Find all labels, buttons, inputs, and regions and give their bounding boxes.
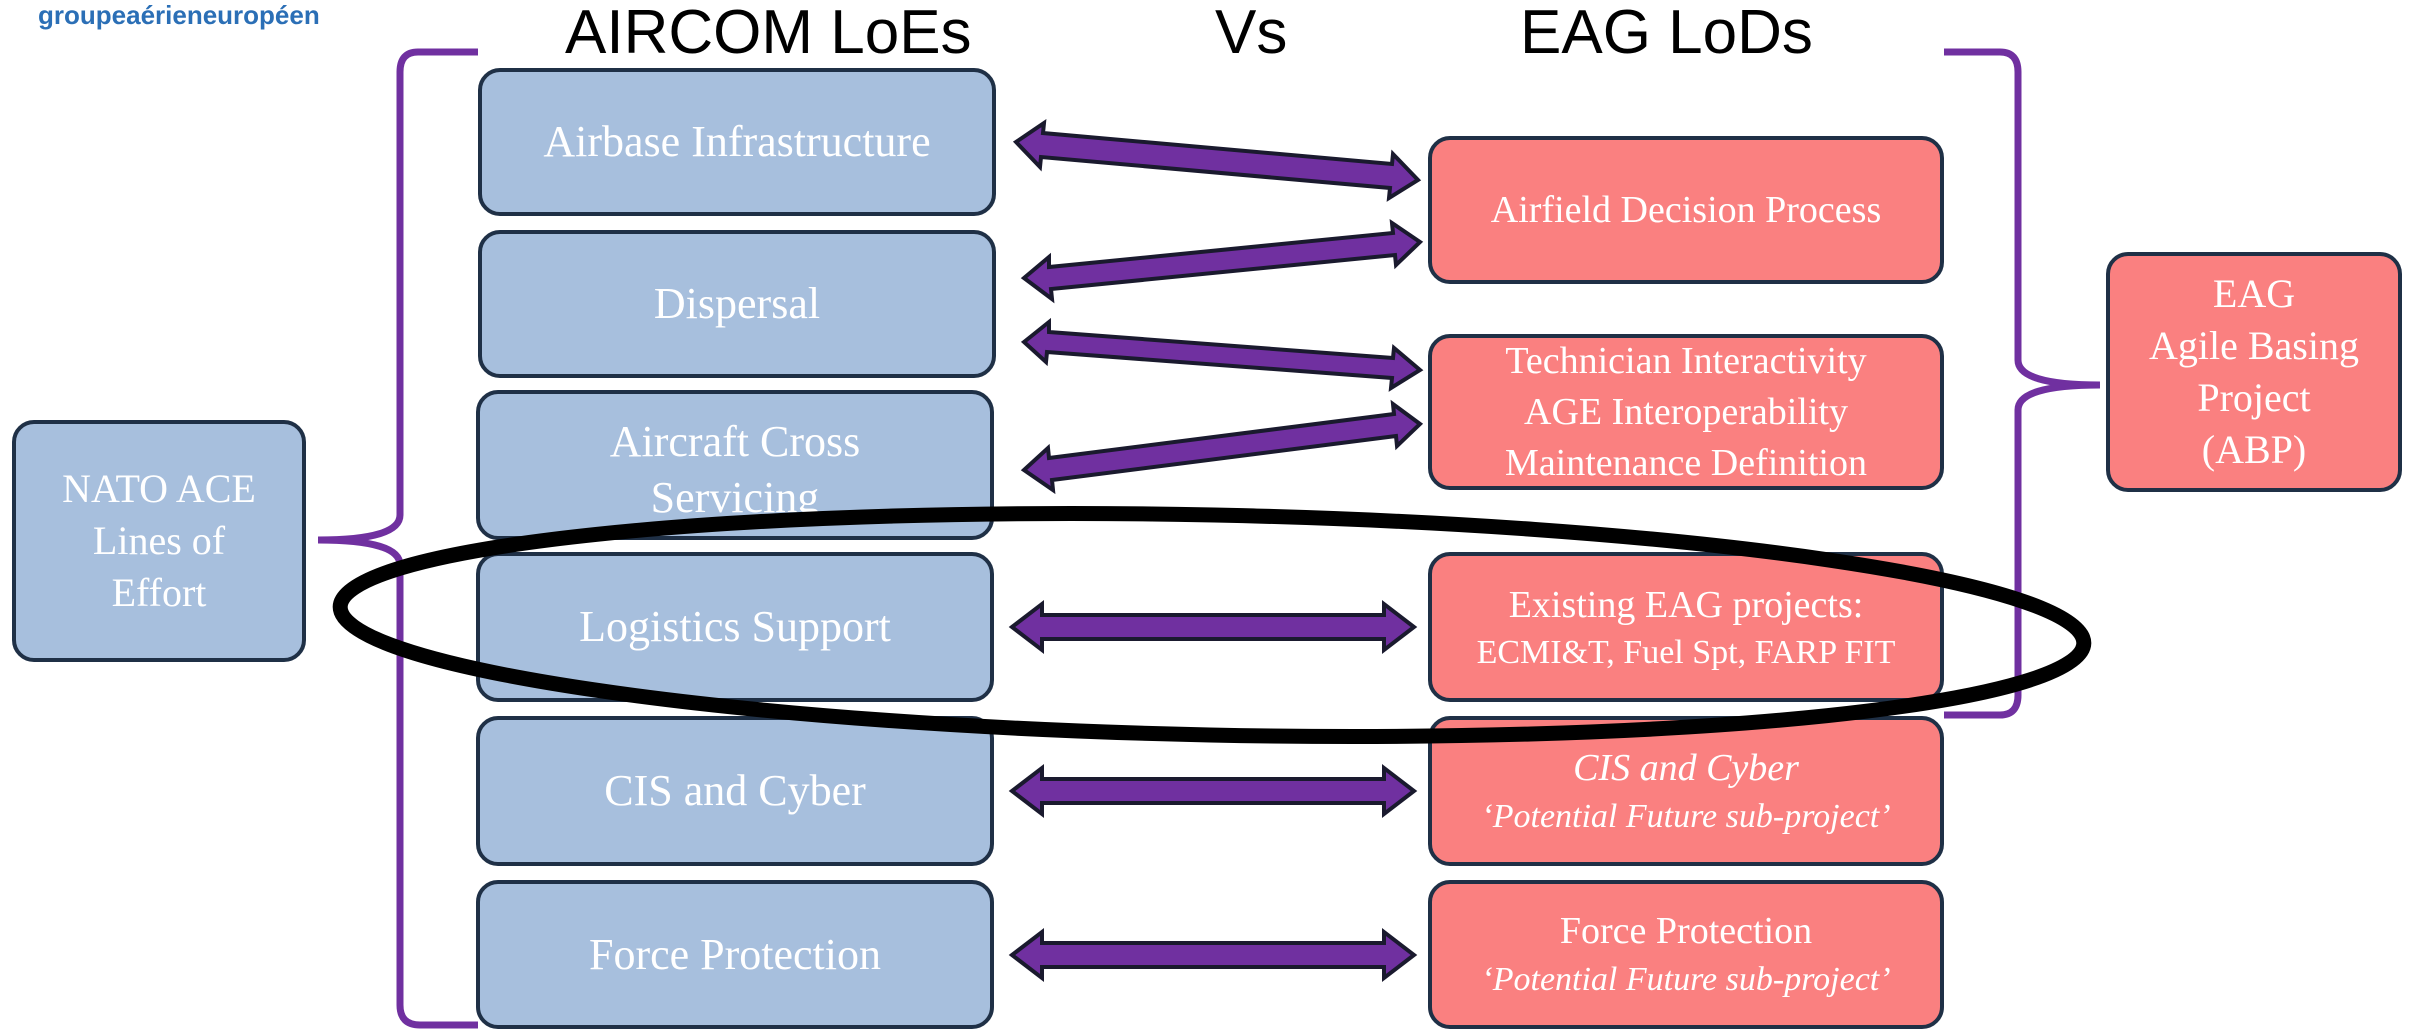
header-aircom-loes: AIRCOM LoEs [565, 0, 972, 67]
lod-label: CIS and Cyber [1573, 746, 1799, 789]
loe-cis-and-cyber: CIS and Cyber [476, 716, 994, 866]
arrow-airbase-to-airfield [1012, 118, 1422, 202]
loe-force-protection: Force Protection [476, 880, 994, 1029]
loe-label-line-1: Aircraft Cross [609, 417, 861, 466]
header-vs: Vs [1215, 0, 1288, 67]
left-bracket [317, 48, 478, 1029]
nato-line-3: Effort [111, 570, 207, 615]
lod-label-line-1: Technician Interactivity [1505, 339, 1867, 382]
loe-label: Airbase Infrastructure [543, 117, 931, 166]
lod-sub-label: ‘Potential Future sub-project’ [1481, 961, 1891, 998]
arrow-cis-to-cis [1008, 763, 1418, 819]
loe-logistics-support: Logistics Support [476, 552, 994, 702]
eag-agile-basing-project-box: EAG Agile Basing Project (ABP) [2106, 252, 2402, 492]
lod-sub-label: ‘Potential Future sub-project’ [1481, 797, 1891, 835]
nato-line-2: Lines of [92, 518, 226, 563]
lod-label: Force Protection [1559, 910, 1813, 952]
loe-label: Force Protection [588, 929, 882, 979]
arrow-force-protection-to-force-protection [1008, 927, 1418, 983]
arrow-cross-servicing-to-technician [1020, 399, 1424, 495]
arrow-logistics-to-existing [1008, 599, 1418, 655]
lod-airfield-decision-process: Airfield Decision Process [1428, 136, 1944, 284]
right-bracket [1944, 48, 2101, 719]
abp-line-1: EAG [2212, 271, 2296, 316]
nato-ace-lines-of-effort-box: NATO ACE Lines of Effort [12, 420, 306, 662]
lod-label-line-1: Existing EAG projects: [1508, 583, 1864, 626]
highlight-ellipse [332, 506, 2092, 744]
lod-technician-interactivity: Technician Interactivity AGE Interoperab… [1428, 334, 1944, 490]
lod-label-line-2: ECMI&T, Fuel Spt, FARP FIT [1476, 633, 1896, 671]
lod-label-line-2: AGE Interoperability [1524, 390, 1848, 433]
nato-line-1: NATO ACE [62, 466, 256, 511]
loe-label: CIS and Cyber [604, 766, 866, 815]
abp-line-2: Agile Basing [2149, 323, 2359, 368]
logo-text: groupeaérieneuropéen [38, 0, 320, 30]
lod-existing-eag-projects: Existing EAG projects: ECMI&T, Fuel Spt,… [1428, 552, 1944, 702]
loe-label: Logistics Support [579, 602, 891, 651]
arrow-dispersal-to-airfield [1020, 218, 1424, 304]
arrow-dispersal-to-technician [1020, 317, 1424, 392]
lod-label-line-3: Maintenance Definition [1505, 441, 1867, 484]
loe-dispersal: Dispersal [478, 230, 996, 378]
loe-airbase-infrastructure: Airbase Infrastructure [478, 68, 996, 216]
header-eag-lods: EAG LoDs [1520, 0, 1813, 67]
abp-line-3: Project [2197, 375, 2311, 420]
lod-label: Airfield Decision Process [1490, 188, 1882, 231]
lod-force-protection: Force Protection ‘Potential Future sub-p… [1428, 880, 1944, 1029]
abp-line-4: (ABP) [2201, 427, 2307, 472]
loe-label: Dispersal [653, 279, 821, 328]
